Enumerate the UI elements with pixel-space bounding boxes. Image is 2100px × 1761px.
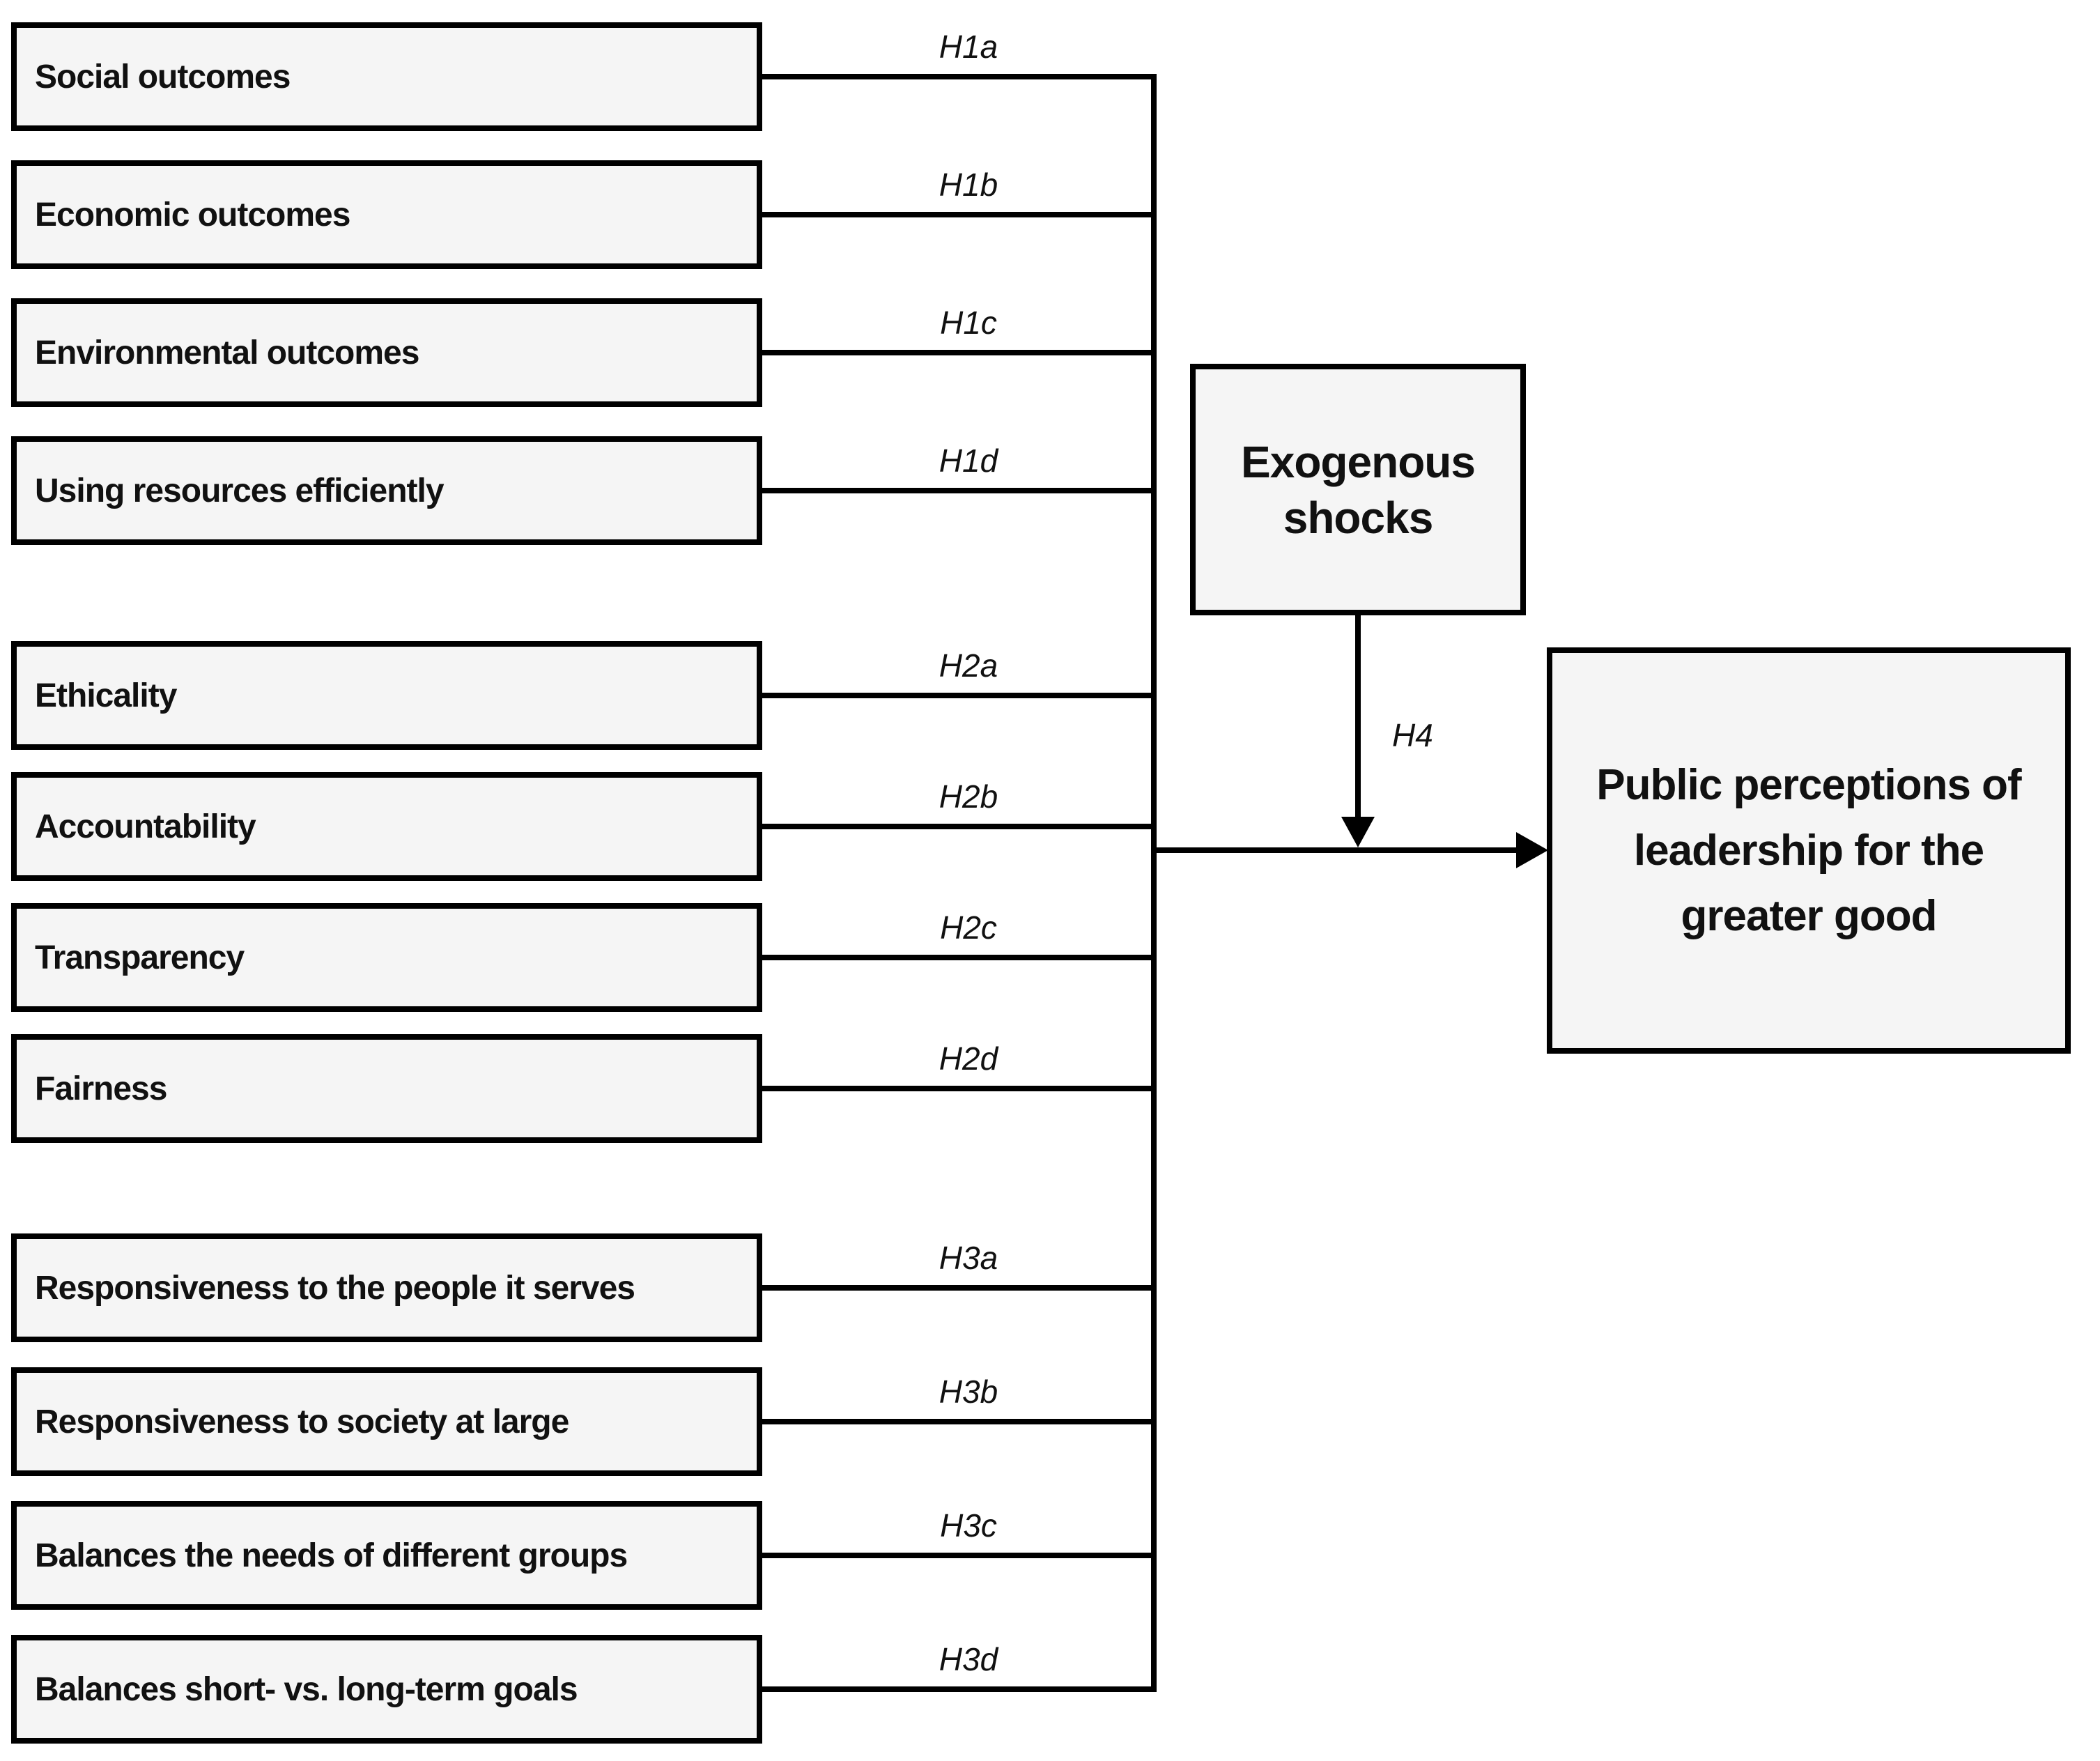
predictor-box-responsiveness-society: Responsiveness to society at large bbox=[11, 1367, 762, 1476]
hypothesis-label-h2b: H2b bbox=[939, 778, 998, 815]
predictor-label: Accountability bbox=[35, 808, 256, 845]
predictor-label: Responsiveness to the people it serves bbox=[35, 1269, 635, 1307]
moderator-box-exogenous-shocks: Exogenous shocks bbox=[1190, 364, 1526, 615]
connector-line-h1a bbox=[762, 74, 1157, 79]
connector-line-h3b bbox=[762, 1419, 1157, 1424]
predictor-label: Economic outcomes bbox=[35, 196, 350, 233]
main-arrow-line bbox=[1151, 847, 1518, 853]
main-arrowhead-icon bbox=[1516, 832, 1548, 868]
outcome-label-line: Public perceptions of bbox=[1596, 760, 2021, 809]
predictor-label: Responsiveness to society at large bbox=[35, 1403, 569, 1440]
predictor-box-ethicality: Ethicality bbox=[11, 641, 762, 750]
predictor-box-social-outcomes: Social outcomes bbox=[11, 22, 762, 131]
hypothesis-label-h1a: H1a bbox=[939, 29, 998, 65]
connector-line-h1b bbox=[762, 212, 1157, 217]
hypothesis-label-h3d: H3d bbox=[939, 1641, 998, 1677]
predictor-box-economic-outcomes: Economic outcomes bbox=[11, 160, 762, 269]
outcome-label-line: greater good bbox=[1681, 891, 1938, 940]
predictor-label: Ethicality bbox=[35, 677, 177, 714]
connector-line-h3d bbox=[762, 1686, 1157, 1692]
predictor-box-balances-goals: Balances short- vs. long-term goals bbox=[11, 1635, 762, 1744]
connector-line-h3a bbox=[762, 1285, 1157, 1291]
outcome-label-line: leadership for the bbox=[1633, 826, 1984, 875]
predictor-label: Transparency bbox=[35, 939, 245, 976]
predictor-box-balances-needs: Balances the needs of different groups bbox=[11, 1501, 762, 1610]
hypothesis-label-h1b: H1b bbox=[939, 167, 998, 203]
predictor-box-using-resources-efficiently: Using resources efficiently bbox=[11, 436, 762, 545]
hypothesis-label-h3c: H3c bbox=[940, 1507, 997, 1544]
predictor-label: Using resources efficiently bbox=[35, 472, 445, 509]
hypothesis-label-h2c: H2c bbox=[940, 909, 997, 946]
moderator-arrow-line bbox=[1355, 615, 1361, 818]
predictor-label: Balances short- vs. long-term goals bbox=[35, 1670, 578, 1708]
predictor-label: Environmental outcomes bbox=[35, 334, 419, 371]
connector-line-h2c bbox=[762, 955, 1157, 960]
hypothesis-label-h4: H4 bbox=[1392, 717, 1433, 753]
connector-line-h2b bbox=[762, 824, 1157, 829]
moderator-label-line: Exogenous bbox=[1241, 436, 1476, 487]
spine-line bbox=[1151, 74, 1157, 1692]
hypothesis-label-h1c: H1c bbox=[940, 305, 997, 341]
predictor-box-fairness: Fairness bbox=[11, 1034, 762, 1143]
predictor-label: Social outcomes bbox=[35, 58, 291, 95]
predictor-label: Fairness bbox=[35, 1070, 167, 1107]
connector-line-h1c bbox=[762, 350, 1157, 355]
hypothesis-label-h1d: H1d bbox=[939, 443, 998, 479]
predictor-box-transparency: Transparency bbox=[11, 903, 762, 1012]
connector-line-h2a bbox=[762, 693, 1157, 698]
predictor-box-accountability: Accountability bbox=[11, 772, 762, 881]
connector-line-h2d bbox=[762, 1086, 1157, 1091]
predictor-label: Balances the needs of different groups bbox=[35, 1537, 628, 1574]
hypothesis-label-h2d: H2d bbox=[939, 1040, 998, 1077]
moderator-arrowhead-icon bbox=[1341, 817, 1375, 847]
predictor-box-environmental-outcomes: Environmental outcomes bbox=[11, 298, 762, 407]
hypothesis-label-h2a: H2a bbox=[939, 647, 998, 684]
hypothesis-label-h3b: H3b bbox=[939, 1374, 998, 1410]
moderator-label-line: shocks bbox=[1283, 492, 1434, 543]
hypothesis-label-h3a: H3a bbox=[939, 1240, 998, 1276]
outcome-box-public-perceptions: Public perceptions of leadership for the… bbox=[1547, 647, 2071, 1054]
connector-line-h3c bbox=[762, 1553, 1157, 1558]
connector-line-h1d bbox=[762, 488, 1157, 493]
predictor-box-responsiveness-people: Responsiveness to the people it serves bbox=[11, 1233, 762, 1342]
